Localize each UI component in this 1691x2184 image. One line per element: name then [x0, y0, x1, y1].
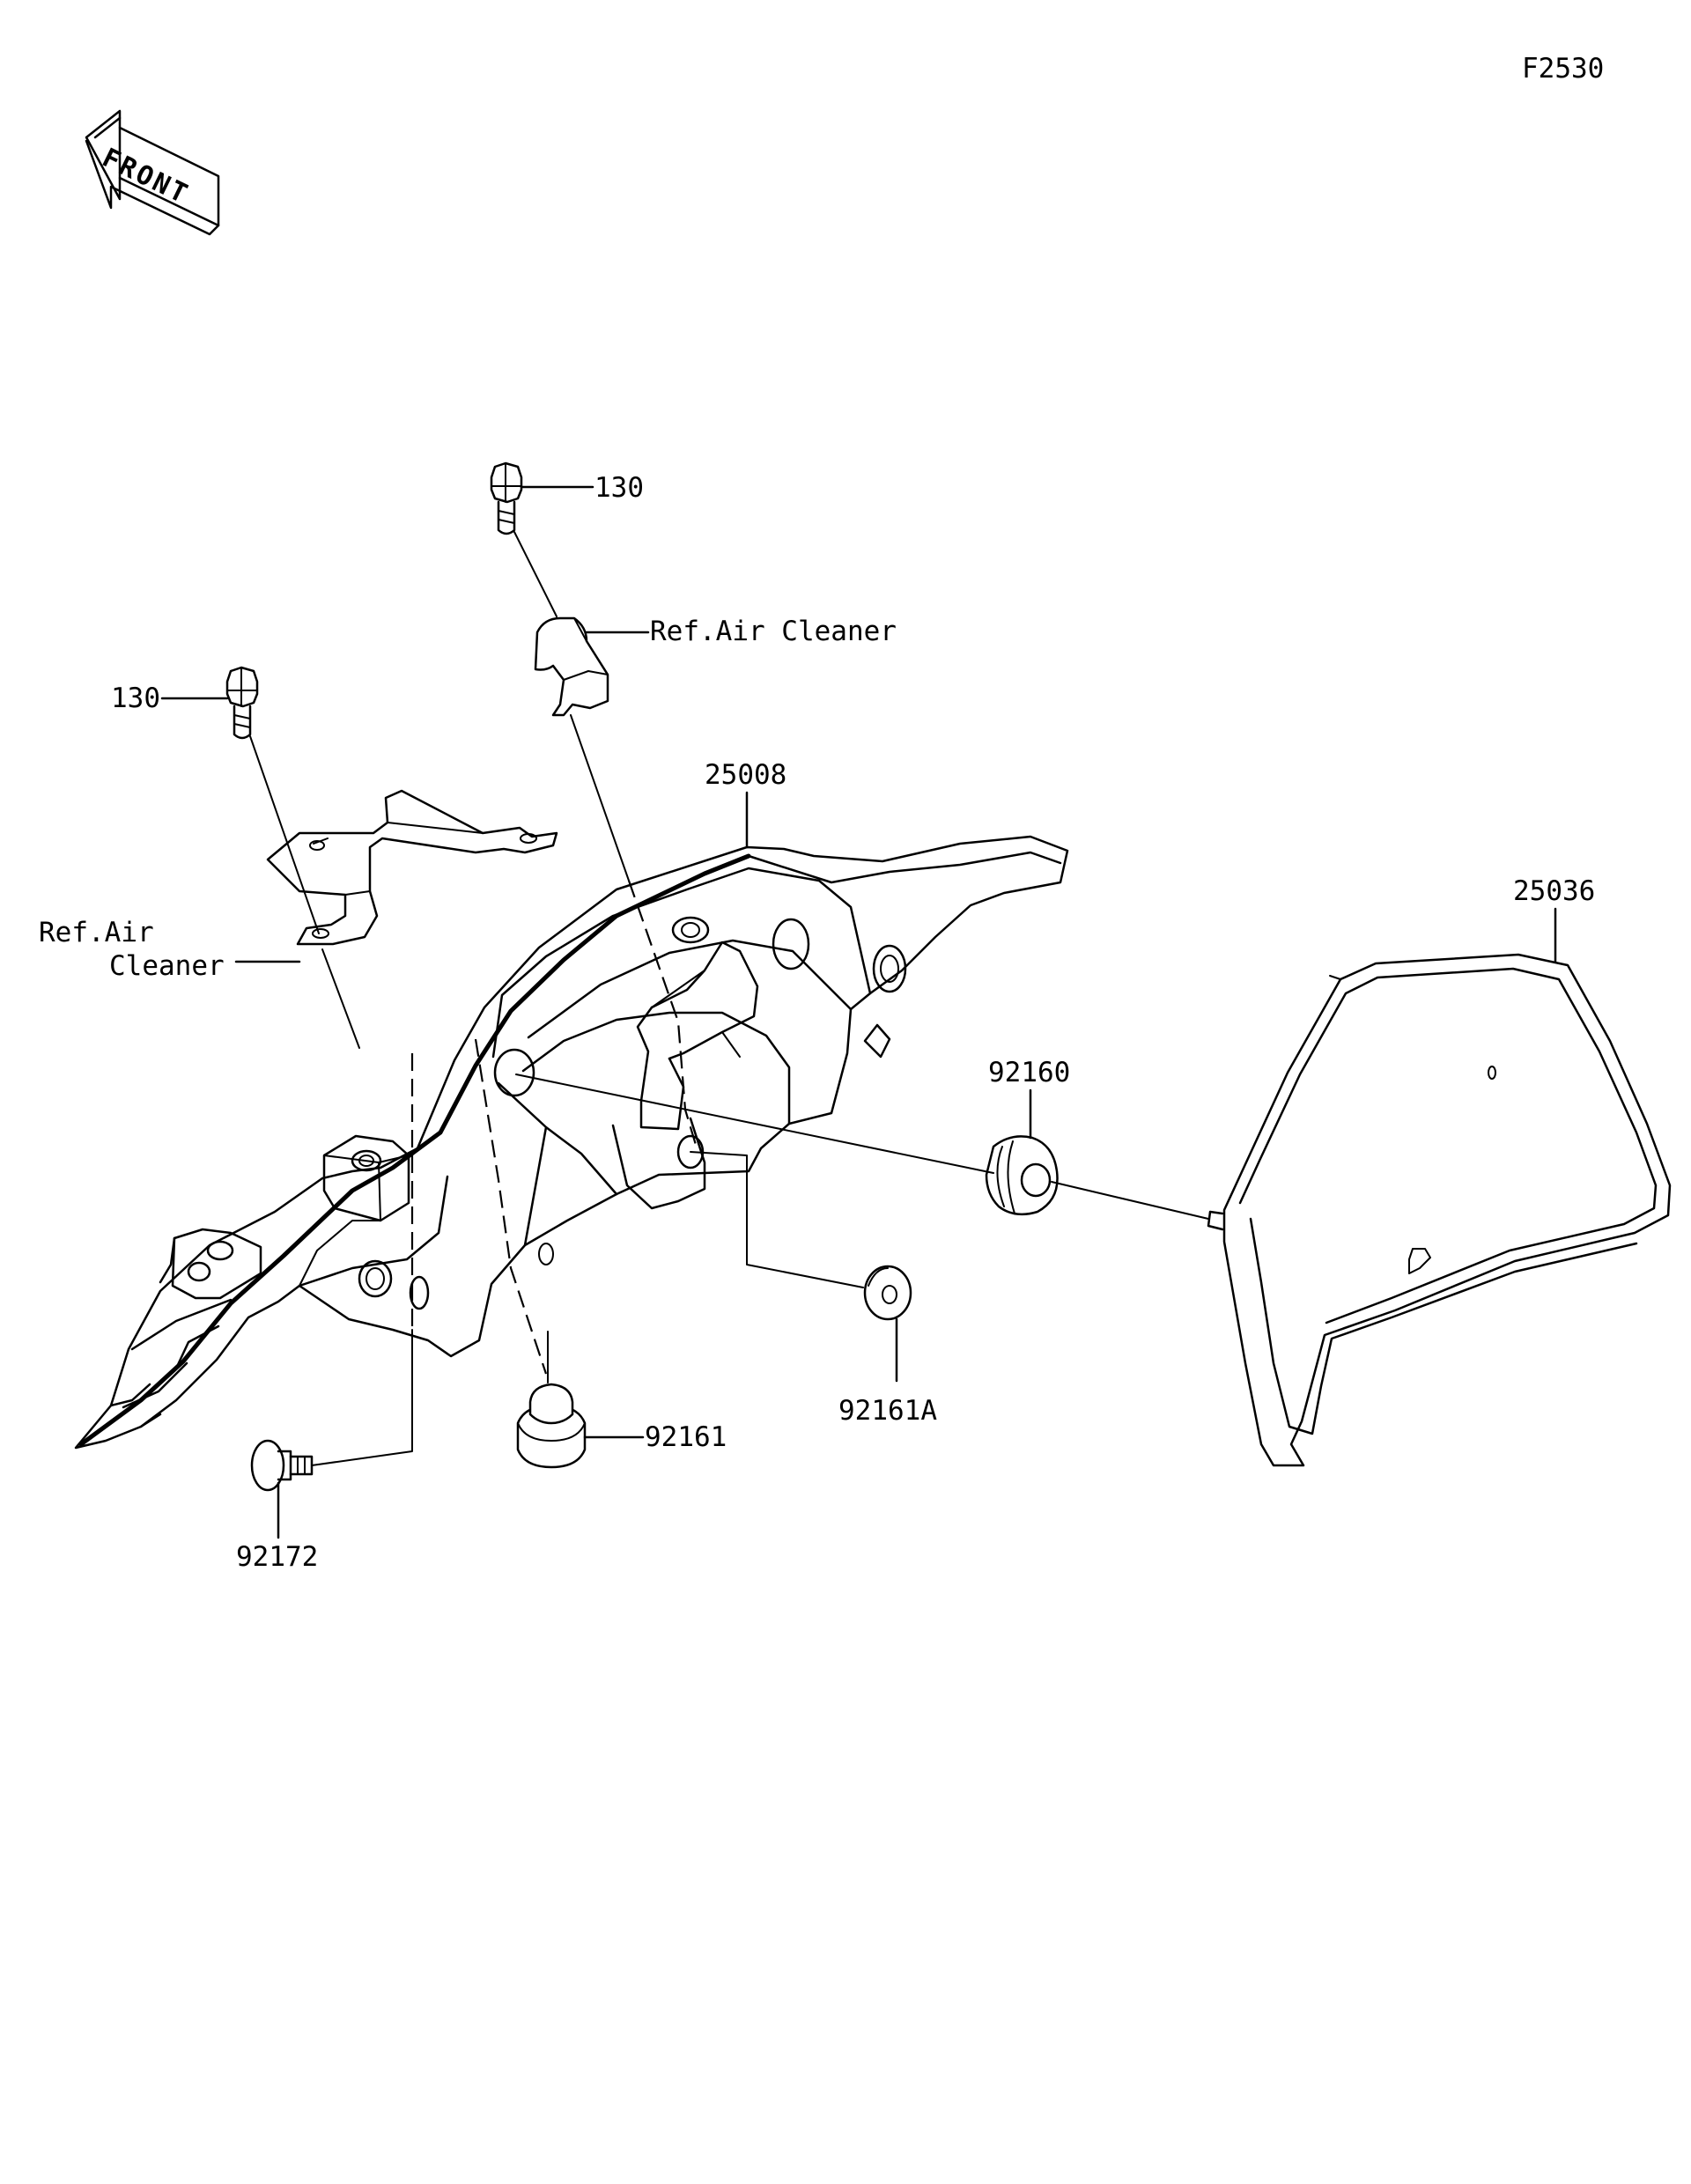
callout-130-top: 130 [594, 472, 644, 504]
figure-code: F2530 [1522, 53, 1604, 85]
damper-92161 [516, 1383, 587, 1469]
callout-92172: 92172 [236, 1541, 318, 1573]
washer-92161a [863, 1265, 912, 1321]
callout-92161a: 92161A [838, 1395, 937, 1427]
grommet-92160 [985, 1135, 1059, 1216]
sub-bracket-air-cleaner [266, 789, 558, 946]
assembly-lines [249, 531, 1209, 1466]
callout-25036: 25036 [1513, 875, 1595, 907]
callout-130-left: 130 [111, 682, 160, 714]
meter-assembly-25036 [1207, 953, 1672, 1467]
callout-ref-air-cleaner-left-2: Cleaner [109, 950, 225, 982]
clamp-air-cleaner [534, 616, 609, 717]
callout-25008: 25008 [705, 759, 786, 791]
bolt-92172 [250, 1439, 314, 1492]
callout-92160: 92160 [988, 1057, 1070, 1088]
bolt-130-top [490, 461, 523, 535]
callout-ref-air-cleaner-left-1: Ref.Air [39, 917, 154, 948]
front-arrow-icon: FRONT [85, 109, 220, 236]
main-bracket-25008 [74, 835, 1069, 1450]
callout-ref-air-cleaner-top: Ref.Air Cleaner [650, 616, 897, 647]
bolt-130-left [225, 666, 259, 740]
callout-92161: 92161 [645, 1421, 727, 1453]
